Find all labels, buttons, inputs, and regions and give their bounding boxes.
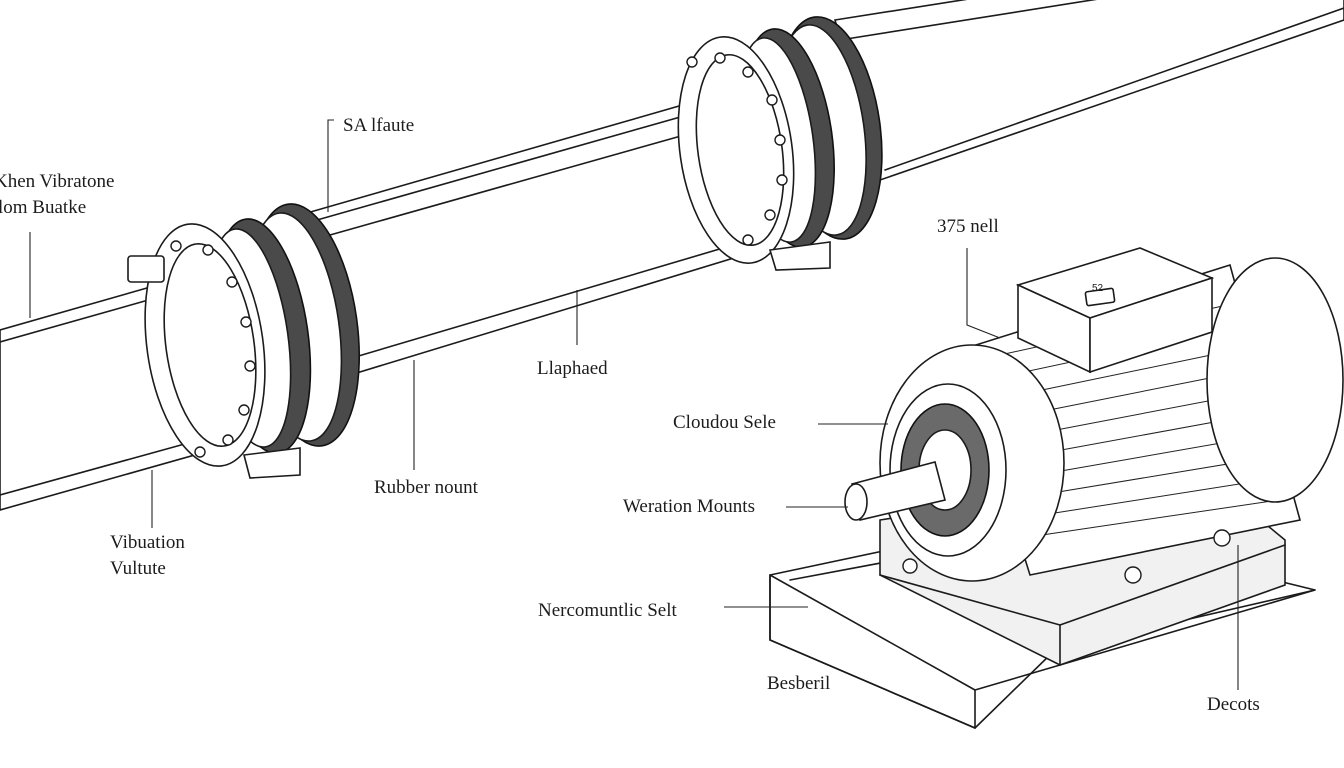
label-sa-feature: SA lfaute bbox=[343, 115, 415, 136]
terminal-box bbox=[1015, 247, 1215, 374]
label-vibuation-line2: Vultute bbox=[110, 558, 166, 579]
motor-shaft bbox=[844, 461, 946, 521]
label-nercomuntlic-selt: Nercomuntlic Selt bbox=[538, 600, 677, 621]
right-flange-coupling bbox=[677, 16, 883, 271]
electric-motor bbox=[769, 247, 1344, 729]
right-flange-bolts bbox=[686, 52, 788, 246]
label-vibration-brake-line1: Khen Vibratone bbox=[0, 171, 115, 192]
label-vibration-brake-line2: lom Buatke bbox=[0, 197, 87, 218]
label-decots: Decots bbox=[1207, 694, 1260, 715]
label-besberil: Besberil bbox=[767, 673, 831, 694]
label-rating: 375 nell bbox=[937, 216, 999, 237]
terminal-box-mark: 52 bbox=[1092, 283, 1104, 294]
label-weration-mounts: Weration Mounts bbox=[623, 496, 755, 517]
left-flange-coupling bbox=[127, 203, 361, 479]
label-llaphaed: Llaphaed bbox=[537, 358, 608, 379]
label-vibuation-line1: Vibuation bbox=[110, 532, 185, 553]
label-cloudou-sele: Cloudou Sele bbox=[673, 412, 776, 433]
left-flange-bolts bbox=[170, 240, 256, 458]
leader-lines bbox=[29, 119, 1239, 690]
label-rubber-mount: Rubber nount bbox=[374, 477, 478, 498]
